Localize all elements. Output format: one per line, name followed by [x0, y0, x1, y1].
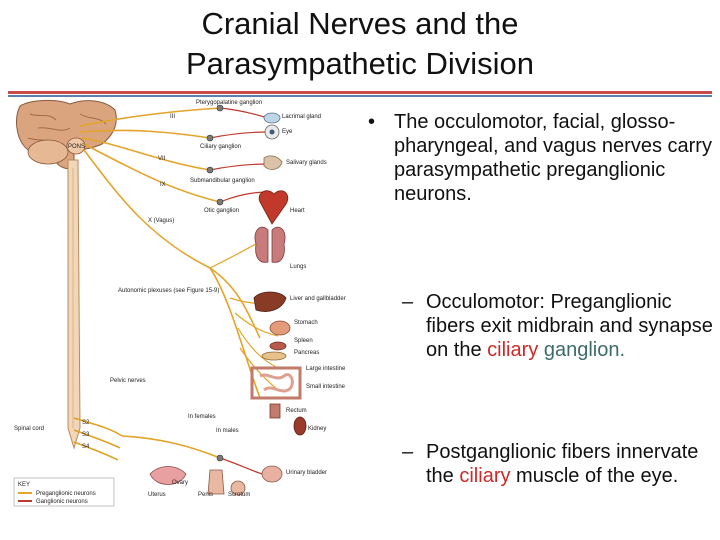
label-pancreas: Pancreas: [294, 350, 319, 356]
label-heart: Heart: [290, 208, 305, 214]
title-line-1: Cranial Nerves and the: [201, 6, 519, 41]
sub1-ganglion: ganglion.: [543, 339, 626, 361]
label-penis: Penis: [198, 492, 213, 498]
label-lacrimal: Lacrimal gland: [282, 114, 321, 120]
label-cn7: VII: [158, 156, 166, 162]
label-in-females: In females: [188, 414, 216, 420]
label-lungs: Lungs: [290, 264, 306, 270]
sub1-body: Occulomotor: Preganglionic fibers exit m…: [426, 291, 713, 361]
sub2-tail: muscle of the eye.: [516, 465, 679, 487]
scrotum-shape: [230, 480, 246, 496]
label-eye: Eye: [282, 129, 293, 135]
small-intestine-shape: [259, 373, 294, 393]
lungs-shape: [254, 226, 286, 263]
label-otic: Otic ganglion: [204, 208, 239, 214]
kidney-shape: [293, 416, 307, 436]
label-cn10: X (Vagus): [148, 218, 174, 224]
label-cn9: IX: [160, 182, 166, 188]
brain-folds: [27, 113, 107, 145]
sub-bullet-occulomotor-text: Occulomotor: Preganglionic fibers exit m…: [426, 290, 716, 362]
label-submandibular: Submandibular ganglion: [190, 178, 255, 184]
key-label-pre: Preganglionic neurons: [36, 491, 96, 497]
eye-pupil: [269, 129, 275, 135]
sub2-body: Postganglionic fibers innervate the: [426, 441, 699, 487]
label-s4: S4: [82, 444, 90, 450]
postganglionic-fibers: [209, 107, 269, 475]
sacral-nerves: [73, 417, 123, 461]
stomach-shape: [269, 320, 291, 336]
label-pons: PONS: [68, 144, 85, 150]
slide-title: Cranial Nerves and the Parasympathetic D…: [0, 4, 720, 84]
spinal-cord-shape: [67, 159, 81, 450]
pons-shape: [66, 137, 86, 155]
preganglionic-fibers: [79, 107, 261, 459]
sub-bullet-dash: –: [402, 291, 414, 313]
sub-bullet-dash-2: –: [402, 441, 414, 463]
sub-bullet-postganglionic-text: Postganglionic fibers innervate the cili…: [426, 440, 716, 488]
key-label-post: Ganglionic neurons: [36, 499, 88, 505]
parasympathetic-diagram: Pterygopalatine ganglion Lacrimal gland …: [10, 98, 358, 512]
bullet-main-text: The occulomotor, facial, glosso-pharynge…: [394, 111, 712, 205]
bullet-dot: •: [368, 111, 376, 133]
title-rule-red: [8, 91, 712, 94]
label-liver: Liver and gallbladder: [290, 296, 346, 302]
key-title: KEY: [18, 482, 30, 488]
label-ciliary: Ciliary ganglion: [200, 144, 241, 150]
uterus-shape: [149, 466, 187, 485]
label-large-intestine: Large intestine: [306, 366, 346, 372]
label-pelvic: Pelvic nerves: [110, 378, 146, 384]
label-small-intestine: Small intestine: [306, 384, 346, 390]
title-rule-blue: [8, 95, 712, 97]
penis-shape: [207, 469, 225, 495]
label-s3: S3: [82, 432, 90, 438]
label-ovary: Ovary: [172, 480, 188, 486]
sub1-ciliary: ciliary: [487, 339, 539, 361]
label-rectum: Rectum: [286, 408, 307, 414]
label-scrotum: Scrotum: [228, 492, 250, 498]
large-intestine-shape: [250, 366, 302, 400]
label-kidney: Kidney: [308, 426, 326, 432]
bladder-shape: [261, 465, 283, 483]
heart-shape: [258, 190, 289, 225]
liver-shape: [253, 291, 287, 312]
ganglia: [206, 104, 224, 462]
label-spleen: Spleen: [294, 338, 313, 344]
diagram-svg: Pterygopalatine ganglion Lacrimal gland …: [13, 99, 346, 507]
label-uterus: Uterus: [148, 492, 166, 498]
label-bladder: Urinary bladder: [286, 470, 327, 476]
label-autonomic: Autonomic plexuses (see Figure 15-9): [118, 288, 219, 294]
label-salivary: Salivary glands: [286, 160, 327, 166]
cerebellum-shape: [27, 139, 69, 165]
label-stomach: Stomach: [294, 320, 318, 326]
rectum-shape: [269, 403, 281, 419]
label-pterygopalatine: Pterygopalatine ganglion: [196, 100, 262, 106]
salivary-gland-shape: [263, 155, 283, 170]
pancreas-shape: [261, 351, 287, 361]
title-line-2: Parasympathetic Division: [185, 46, 535, 81]
label-spinal: Spinal cord: [14, 426, 44, 432]
label-s2: S2: [82, 420, 90, 426]
spleen-shape: [269, 341, 287, 351]
sub2-ciliary: ciliary: [459, 465, 511, 487]
lacrimal-gland-shape: [263, 112, 281, 124]
label-cn3: III: [170, 114, 175, 120]
label-in-males: In males: [216, 428, 239, 434]
